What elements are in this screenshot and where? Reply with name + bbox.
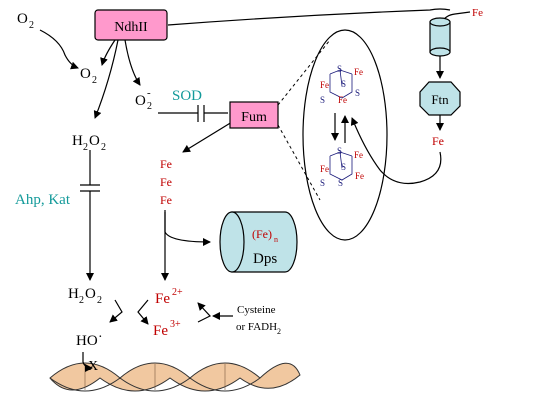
- fe-list: Fe Fe Fe: [160, 157, 172, 207]
- arrow-ho-to-dna: [82, 352, 93, 372]
- superoxide-sub: 2: [147, 101, 152, 112]
- cluster-bottom: S Fe Fe S S Fe S: [320, 146, 364, 188]
- arrow-ndhii-to-superoxide: [124, 39, 141, 86]
- h2o2-lower-sub2: 2: [97, 295, 102, 306]
- h2o2-upper: H 2 O 2: [72, 133, 106, 153]
- h2o2-upper-o: O: [89, 133, 100, 149]
- superoxide: O 2 -: [135, 87, 152, 112]
- h2o2-upper-h: H: [72, 133, 83, 149]
- cluster-bottom-atom-1: S: [337, 146, 342, 156]
- o2-mid-label: O: [80, 66, 91, 82]
- hydroxyl-dot: ·: [98, 330, 103, 345]
- or-fadh-label: or FADH: [236, 321, 277, 333]
- fe-item-3: Fe: [160, 193, 172, 207]
- fum-label: Fum: [241, 110, 267, 125]
- arrow-ndhii-to-h2o2: [93, 39, 119, 119]
- superoxide-label: O: [135, 93, 146, 109]
- dashed-line-bottom: [277, 124, 321, 201]
- h2o2-lower-sub1: 2: [79, 295, 84, 306]
- fe-below-ftn-label: Fe: [432, 134, 444, 148]
- cluster-top-atom-2: Fe: [354, 67, 363, 77]
- cluster-bottom-atom-4: S: [341, 162, 346, 172]
- arrow-fum-to-fe: [182, 121, 233, 153]
- fum-box: Fum: [229, 101, 279, 129]
- ndhii-label: NdhII: [114, 20, 148, 35]
- arrow-fe-to-dps: [164, 210, 211, 246]
- dps-fe-label: (Fe): [252, 227, 272, 241]
- fe3-label: Fe: [153, 323, 168, 339]
- arrow-h2o2-to-ho: [109, 299, 123, 323]
- cluster-bottom-atom-5: S: [320, 178, 325, 188]
- superoxide-sup: -: [147, 87, 151, 99]
- o2-top: O 2: [17, 11, 34, 31]
- cluster-top-atom-3: Fe: [320, 80, 329, 90]
- dps-cylinder: (Fe) n Dps: [219, 211, 298, 273]
- arrow-o2-to-o2: [39, 29, 79, 70]
- h2o2-lower-o: O: [85, 286, 96, 302]
- cysteine-label: Cysteine: [237, 304, 276, 316]
- o2-top-label: O: [17, 11, 28, 27]
- dashed-line-top: [277, 39, 331, 106]
- line-ndhii-to-ftn: [167, 8, 451, 26]
- fe2-sup: 2+: [172, 287, 183, 298]
- connector-lines: [39, 8, 471, 372]
- fe-item-2: Fe: [160, 175, 172, 189]
- fe3-ion: Fe 3+: [153, 319, 181, 339]
- cluster-bottom-atom-2: Fe: [354, 150, 363, 160]
- ftn-label: Ftn: [431, 92, 449, 107]
- ndhii-box: NdhII: [94, 9, 168, 41]
- ahp-kat-label: Ahp, Kat: [15, 192, 71, 208]
- cluster-bottom-atom-3: Fe: [320, 164, 329, 174]
- h2o2-lower: H 2 O 2: [68, 286, 102, 306]
- fe-item-1: Fe: [160, 157, 172, 171]
- cluster-bottom-atom-6: Fe: [355, 171, 364, 181]
- cluster-top-atom-6: S: [355, 88, 360, 98]
- h2o2-lower-h: H: [68, 286, 79, 302]
- hydroxyl-label: HO: [76, 333, 98, 349]
- dna-helix: [49, 362, 301, 392]
- fe2-label: Fe: [155, 291, 170, 307]
- h2o2-upper-sub1: 2: [83, 142, 88, 153]
- fe-top-right-label: Fe: [472, 7, 483, 19]
- cluster-equilibrium-arrows: [331, 113, 349, 143]
- reductant: Cysteine or FADH 2: [236, 304, 281, 336]
- fe3-sup: 3+: [170, 319, 181, 330]
- h2o2-upper-sub2: 2: [101, 142, 106, 153]
- ftn-octagon: Ftn: [419, 81, 461, 116]
- or-fadh-sub: 2: [277, 327, 281, 336]
- hydroxyl-radical: HO ·: [76, 330, 103, 349]
- arrow-fe3-to-fe2: [197, 302, 211, 323]
- x-mark: X: [88, 359, 98, 374]
- cluster-top-atom-4: S: [341, 79, 346, 89]
- o2-mid-sub: 2: [92, 75, 97, 86]
- fe-s-cluster-oval: S Fe Fe S S S Fe S Fe Fe S S Fe S: [302, 29, 388, 241]
- ahp-kat-block: [80, 184, 100, 192]
- cluster-top-atom-7: Fe: [338, 95, 347, 105]
- cluster-top-atom-1: S: [337, 64, 342, 74]
- fe2-ion: Fe 2+: [155, 287, 183, 307]
- arrow-ndhii-to-o2: [100, 39, 116, 66]
- arrow-fe2-to-fe3: [137, 299, 149, 325]
- sod-label: SOD: [172, 88, 202, 104]
- dps-label: Dps: [253, 251, 277, 267]
- iron-transporter-cylinder: [429, 17, 451, 57]
- o2-top-sub: 2: [29, 20, 34, 31]
- arrow-fe-to-cluster: [350, 117, 442, 185]
- sod-block: [197, 105, 205, 122]
- cluster-bottom-atom-7: S: [338, 178, 343, 188]
- o2-mid: O 2: [80, 66, 97, 86]
- dps-fe-sub: n: [274, 235, 278, 244]
- cluster-top: S Fe Fe S S S Fe: [320, 64, 363, 105]
- cluster-top-atom-5: S: [320, 95, 325, 105]
